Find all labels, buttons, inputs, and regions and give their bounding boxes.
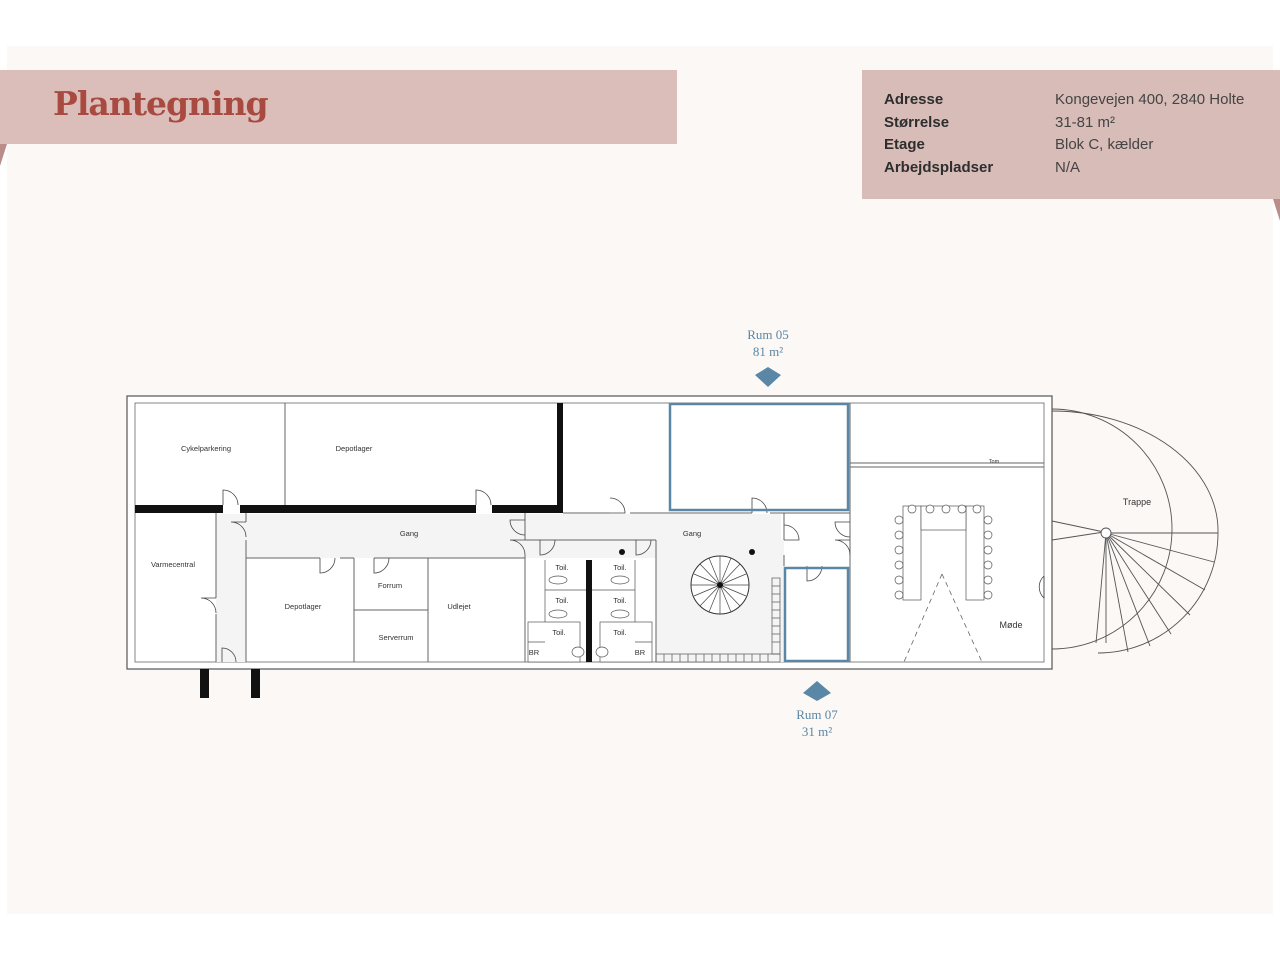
straight-stair — [655, 577, 781, 663]
info-key: Adresse — [884, 91, 944, 108]
info-key: Etage — [884, 136, 925, 153]
room-label-br: BR — [529, 648, 540, 657]
toilet-fixtures — [527, 560, 653, 663]
rum05-name: Rum 05 — [747, 327, 789, 342]
info-panel-fold — [1273, 199, 1280, 221]
info-panel — [862, 70, 1280, 199]
room-label-toil: Toil. — [555, 596, 568, 605]
title-band-fold — [0, 144, 7, 166]
room-label-udlejet: Udlejet — [447, 602, 471, 611]
page-title: Plantegning — [53, 84, 269, 123]
room-label-depotlager-top: Depotlager — [336, 444, 373, 453]
rum05-marker-icon[interactable] — [755, 367, 781, 387]
column-marker — [619, 549, 625, 555]
room-label-toil: Toil. — [613, 596, 626, 605]
room-label-depotlager-bottom: Depotlager — [285, 602, 322, 611]
room-label-gang-left: Gang — [400, 529, 418, 538]
corridor-side-fill — [216, 514, 246, 662]
info-value: 31-81 m² — [1055, 114, 1116, 131]
room-label-cykelparkering: Cykelparkering — [181, 444, 231, 453]
room-label-serverrum: Serverrum — [378, 633, 413, 642]
info-value: N/A — [1055, 159, 1081, 176]
rum07-outline[interactable] — [783, 566, 850, 663]
room-label-toil: Toil. — [555, 563, 568, 572]
room-label-mode: Møde — [999, 620, 1022, 630]
curved-stair — [1051, 408, 1219, 654]
rum07-name: Rum 07 — [796, 707, 838, 722]
spiral-stair — [690, 555, 750, 615]
room-label-gang-right: Gang — [683, 529, 701, 538]
info-value: Blok C, kælder — [1055, 136, 1154, 153]
room-label-br: BR — [635, 648, 646, 657]
info-value: Kongevejen 400, 2840 Holte — [1055, 91, 1245, 108]
interior-walls — [215, 403, 1044, 662]
info-key: Størrelse — [884, 114, 950, 131]
bearing-walls — [135, 403, 592, 698]
room-label-toil: Toil. — [552, 628, 565, 637]
projection-cone — [903, 573, 983, 663]
meeting-table — [894, 504, 993, 601]
room-label-varmecentral: Varmecentral — [151, 560, 195, 569]
info-key: Arbejdspladser — [884, 159, 994, 176]
door-swings — [200, 489, 1045, 663]
rum05-area: 81 m² — [753, 344, 783, 359]
rum05-outline[interactable] — [668, 402, 850, 512]
room-label-trappe: Trappe — [1123, 497, 1151, 507]
room-label-toil: Toil. — [613, 628, 626, 637]
room-label-toil: Toil. — [613, 563, 626, 572]
rum07-marker-icon[interactable] — [803, 681, 831, 701]
column-marker — [749, 549, 755, 555]
room-label-forrum: Forrum — [378, 581, 402, 590]
rum07-area: 31 m² — [802, 724, 832, 739]
title-band — [0, 70, 677, 144]
room-label-tom: Tom — [989, 459, 1000, 465]
